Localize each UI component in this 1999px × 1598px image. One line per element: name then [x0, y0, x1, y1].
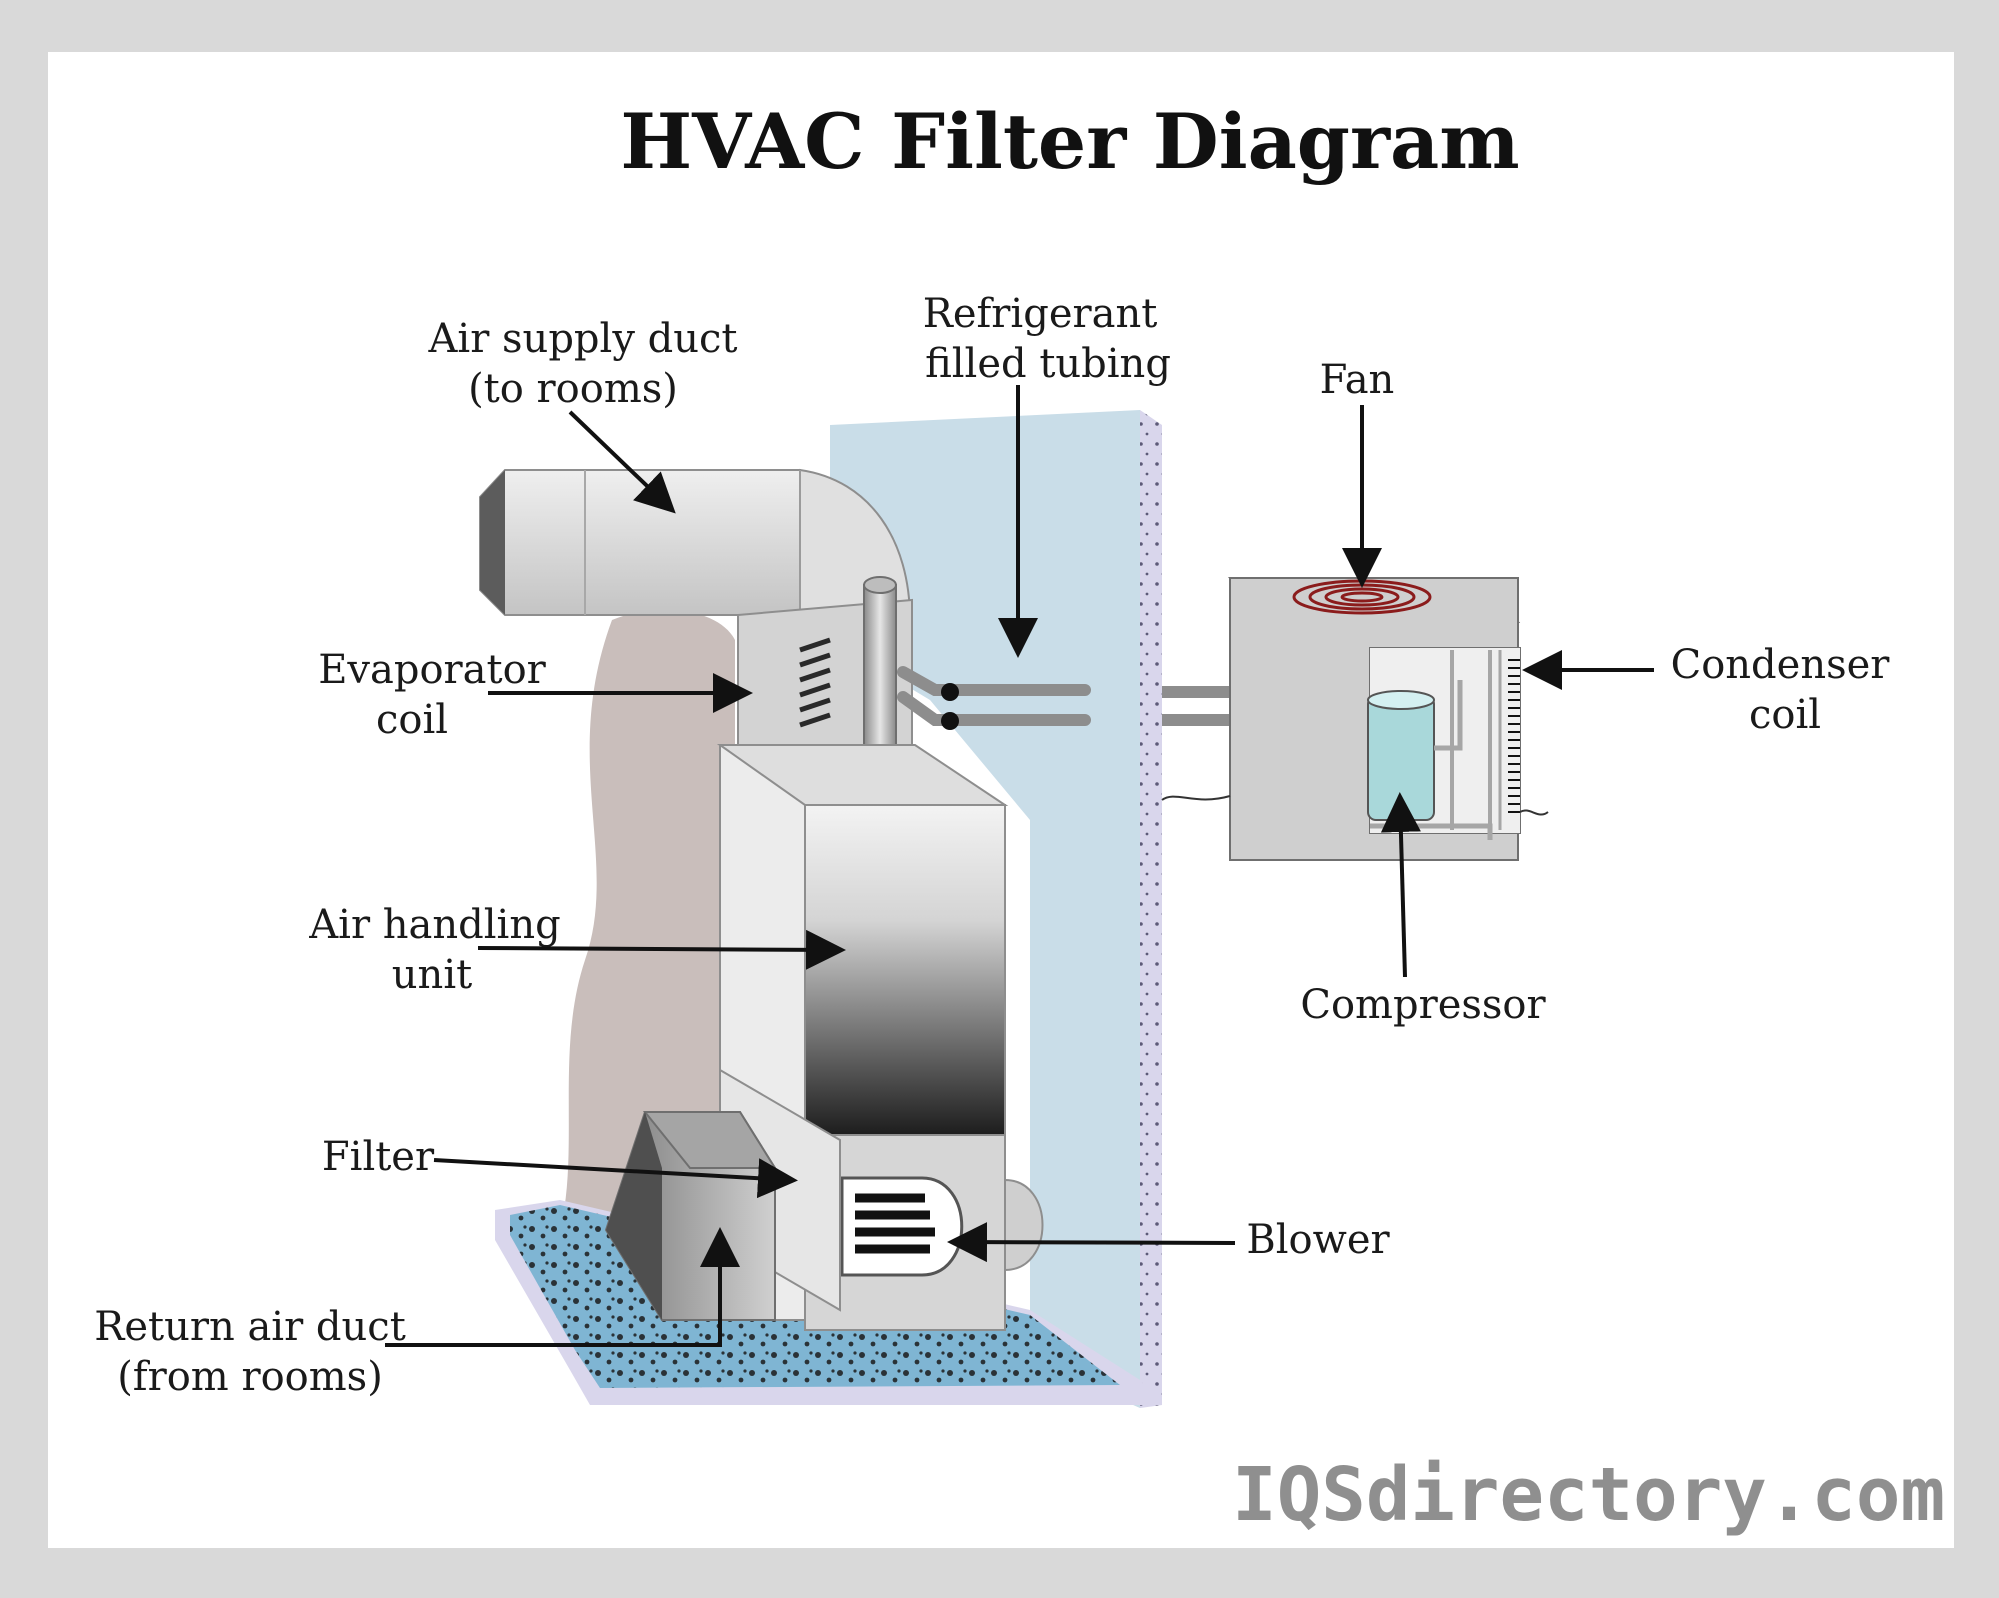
arrow-air-handling	[477, 929, 846, 970]
blower-hub	[1004, 1178, 1044, 1272]
arrow-blower	[947, 1222, 1236, 1263]
labels: Air supply duct (to rooms) Refrigerant f…	[94, 291, 1890, 1400]
arrow-filter	[433, 1158, 798, 1199]
label-fan: Fan	[1320, 357, 1395, 403]
label-air-handling-line2: unit	[392, 952, 472, 998]
label-air-supply-duct-line1: Air supply duct	[428, 316, 738, 362]
supply-duct-opening	[480, 470, 505, 615]
label-compressor: Compressor	[1300, 982, 1546, 1028]
label-air-supply-duct-line2: (to rooms)	[468, 366, 678, 412]
ahu-front	[804, 804, 1006, 1136]
label-filter: Filter	[322, 1134, 435, 1180]
blower-housing	[840, 1176, 964, 1277]
label-condenser-line1: Condenser	[1671, 642, 1891, 688]
wall-edge-texture	[1140, 410, 1162, 1408]
blower-vanes	[855, 1193, 935, 1254]
watermark: IQSdirectory.com	[1232, 1452, 1945, 1538]
diagram-title: HVAC Filter Diagram	[620, 97, 1519, 186]
evaporator-coil-fins	[799, 637, 831, 728]
condenser-coil-fins	[1508, 659, 1520, 813]
label-return-air-line1: Return air duct	[94, 1304, 406, 1350]
label-evaporator-line2: coil	[376, 697, 448, 743]
label-blower: Blower	[1246, 1217, 1390, 1263]
arrow-compressor	[1380, 792, 1421, 978]
label-evaporator-line1: Evaporator	[318, 647, 546, 693]
label-arrows	[385, 385, 1654, 1347]
arrow-air-supply-duct	[568, 410, 676, 514]
supply-duct	[479, 469, 801, 616]
label-air-handling-line1: Air handling	[308, 902, 560, 948]
arrow-return-air	[385, 1227, 740, 1347]
label-refrigerant-line2: filled tubing	[925, 341, 1171, 387]
label-return-air-line2: (from rooms)	[117, 1354, 383, 1400]
label-condenser-line2: coil	[1749, 692, 1821, 738]
label-refrigerant-line1: Refrigerant	[923, 291, 1158, 337]
back-wall	[560, 609, 735, 1230]
